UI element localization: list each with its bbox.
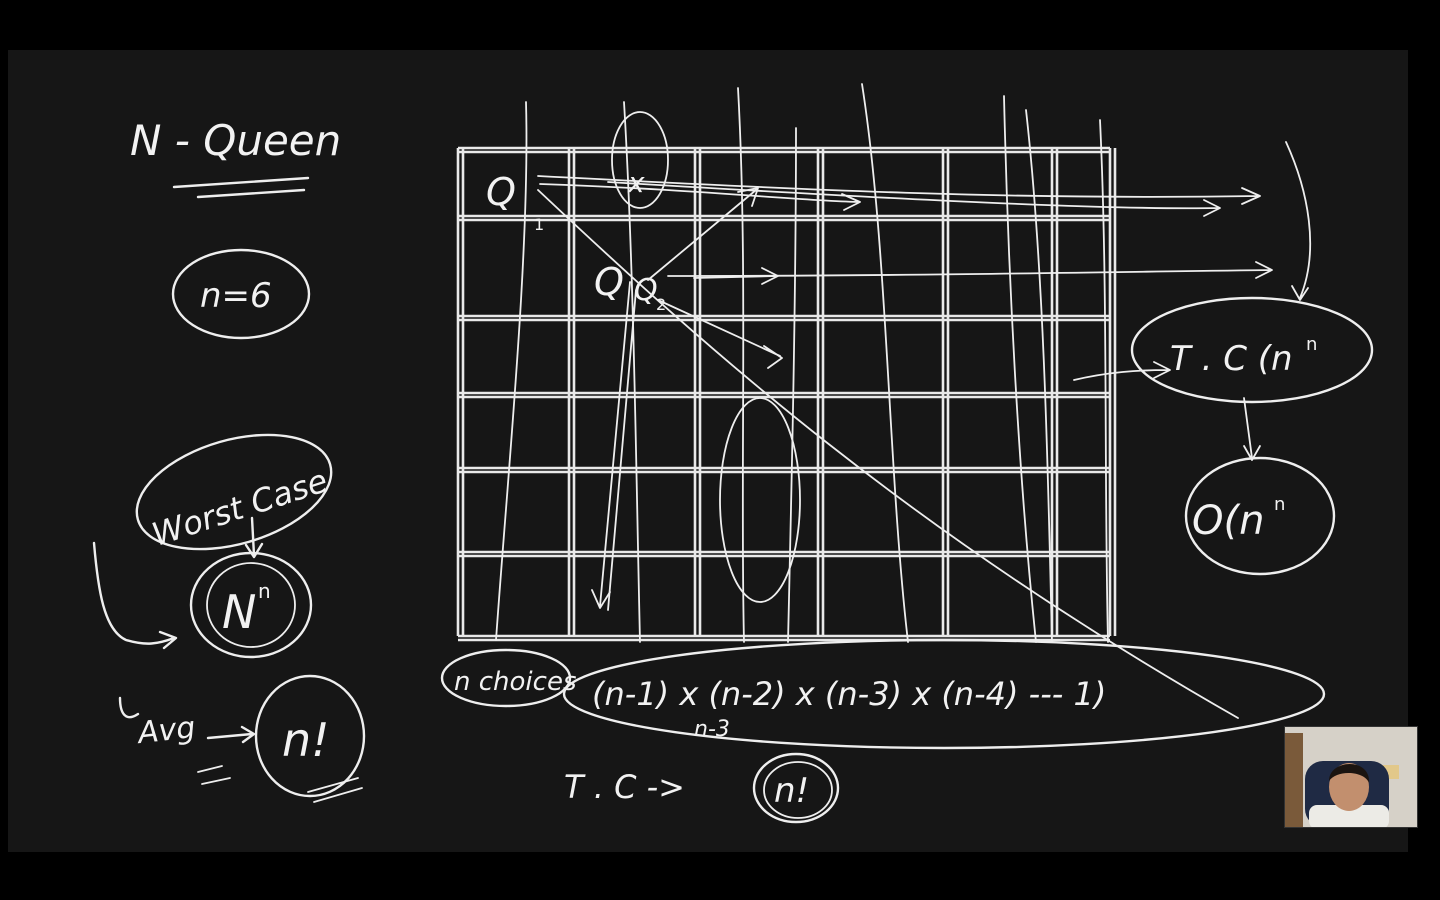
queen-q1-sub: 1 [534, 215, 544, 234]
queen-q2-label: Q [594, 260, 624, 304]
sweep-line-6 [1003, 95, 1037, 643]
product-text: (n-1) x (n-2) x (n-3) x (n-4) --- 1) [592, 675, 1106, 713]
worst-case-text: Worst Case [147, 461, 332, 553]
webcam-shirt [1309, 805, 1389, 827]
webcam-hair [1329, 764, 1370, 783]
title-underline-2 [196, 188, 306, 199]
tc-right-arrow [1073, 361, 1171, 381]
column-sweep-lines [495, 83, 1109, 643]
sweep-line-4 [787, 127, 797, 643]
q2-diag-arrow [657, 299, 783, 369]
main-diagonal [537, 189, 1239, 719]
cross-mark-group: x [611, 111, 669, 209]
avg-result-text: n! [282, 713, 330, 767]
queen-q2-sub: 2 [656, 295, 666, 314]
sweep-line-1 [495, 101, 528, 641]
n-value-group: n=6 [171, 248, 311, 340]
webcam-face [1329, 763, 1369, 811]
bottom-notes: n choices (n-1) x (n-2) x (n-3) x (n-4) … [440, 638, 1326, 824]
product-oval [562, 638, 1326, 750]
worst-result-outer-circle [189, 551, 313, 659]
right-bracket [1285, 141, 1312, 301]
sweep-line-5 [861, 83, 909, 643]
tc-label: T . C -> [564, 768, 685, 806]
title-underline-1 [172, 176, 310, 189]
whiteboard-ink: N - Queen n=6 Worst Case N n Avg n! [92, 83, 1374, 824]
product-subnote: n-3 [694, 717, 730, 742]
title-group: N - Queen [130, 116, 341, 199]
column-highlight-oval [719, 397, 801, 603]
row1-arrow [537, 175, 1261, 205]
worst-case-oval [135, 433, 333, 551]
sweep-line-8 [1099, 119, 1109, 643]
row2-short-arrow [693, 267, 779, 285]
queen-q1: Q 1 [486, 170, 544, 234]
average-case-group: Avg n! [118, 674, 366, 803]
q2-up-arrow [647, 187, 759, 281]
n-value-circle [171, 248, 311, 340]
cross-mark-text: x [627, 166, 645, 199]
sweep-line-3 [737, 87, 745, 643]
tc-result-circle [752, 752, 840, 824]
avg-arrow [206, 725, 256, 744]
queen-q1-label: Q [486, 170, 516, 214]
tc-to-bigo-arrow [1243, 397, 1261, 461]
avg-text: Avg [134, 710, 197, 751]
q2-down-arrow-1 [591, 281, 631, 609]
cross-mark-circle [611, 111, 669, 209]
row1-arrow-3 [607, 181, 1221, 217]
worst-result-text: N [222, 585, 256, 639]
bigo-text: O(n [1192, 498, 1264, 544]
tc-right-text: T . C (n [1170, 339, 1293, 379]
sweep-line-7 [1025, 109, 1053, 643]
title-text: N - Queen [130, 116, 341, 165]
presenter-webcam [1284, 726, 1418, 828]
choices-oval [440, 648, 572, 708]
avg-underline-2 [201, 777, 231, 785]
avg-result-underline-1 [307, 777, 359, 793]
q2-down-arrow-2 [607, 289, 637, 611]
attack-arrows [537, 175, 1273, 719]
row1-arrow-2 [539, 183, 861, 211]
bigo-exp: n [1274, 494, 1285, 515]
avg-underline-1 [197, 765, 223, 773]
n-value-text: n=6 [200, 276, 272, 316]
whiteboard-canvas: N - Queen n=6 Worst Case N n Avg n! [8, 50, 1408, 852]
worst-result-inner-circle [206, 562, 296, 648]
worst-case-arrow [244, 516, 264, 559]
avg-result-underline-2 [313, 787, 363, 803]
tc-right-exp: n [1306, 334, 1317, 355]
worst-case-group: Worst Case N n [92, 433, 333, 659]
right-notes: T . C (n n O(n n [1073, 141, 1374, 576]
tc-right-oval [1130, 296, 1374, 404]
bigo-oval [1184, 456, 1336, 576]
webcam-shelf [1285, 733, 1303, 827]
sweep-line-2 [623, 101, 641, 643]
tc-result-circle-2 [763, 761, 833, 819]
tc-result-text: n! [774, 771, 809, 811]
choices-text: n choices [454, 667, 576, 697]
avg-result-circle [254, 674, 366, 798]
avg-hook [118, 696, 140, 719]
worst-case-hook-arrow [92, 541, 178, 650]
worst-result-exponent: n [258, 579, 271, 603]
